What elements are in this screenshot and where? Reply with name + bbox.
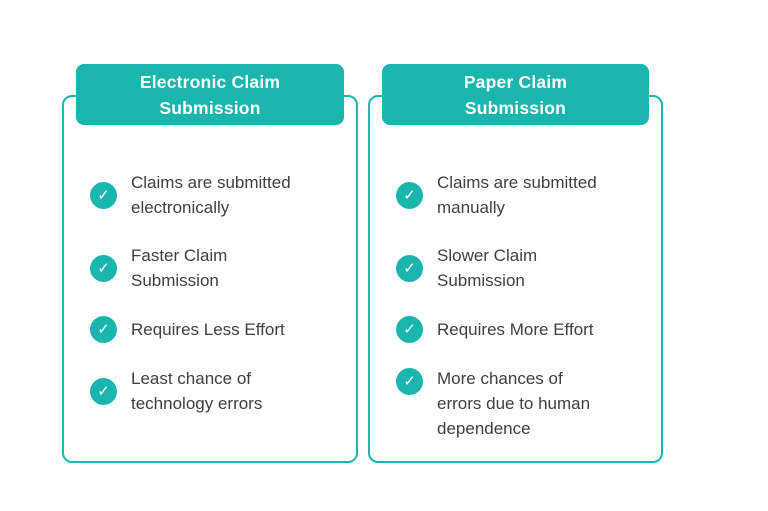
list-item: ✓ Requires More Effort (396, 316, 647, 343)
list-item: ✓ More chances of errors due to human de… (396, 366, 647, 441)
checkmark-icon: ✓ (396, 181, 423, 209)
item-text: Requires Less Effort (131, 320, 285, 339)
paper-claim-header: Paper Claim Submission (382, 64, 649, 125)
list-item: ✓ Slower Claim Submission (396, 243, 647, 293)
checkmark-icon: ✓ (396, 368, 423, 395)
list-item: ✓ Faster Claim Submission (90, 243, 342, 293)
item-text: Least chance of technology errors (131, 369, 263, 413)
list-item: ✓ Claims are submitted electronically (90, 170, 342, 220)
paper-claim-item-list: ✓ Claims are submitted manually ✓ Slower… (370, 97, 661, 441)
list-item: ✓ Requires Less Effort (90, 316, 342, 343)
item-text: Requires More Effort (437, 320, 594, 339)
electronic-claim-item-list: ✓ Claims are submitted electronically ✓ … (64, 97, 356, 416)
checkmark-icon: ✓ (90, 316, 117, 343)
item-text: More chances of errors due to human depe… (437, 369, 591, 438)
electronic-claim-header: Electronic Claim Submission (76, 64, 344, 125)
checkmark-icon: ✓ (90, 254, 117, 282)
checkmark-icon: ✓ (396, 316, 423, 343)
item-text: Claims are submitted manually (437, 173, 597, 217)
list-item: ✓ Least chance of technology errors (90, 366, 342, 416)
electronic-claim-title: Electronic Claim Submission (139, 71, 281, 118)
card-paper-claim: Paper Claim Submission ✓ Claims are subm… (368, 64, 663, 463)
paper-claim-title: Paper Claim Submission (463, 71, 568, 118)
checkmark-icon: ✓ (90, 181, 117, 209)
item-text: Slower Claim Submission (437, 246, 538, 290)
card-electronic-claim: Electronic Claim Submission ✓ Claims are… (62, 64, 358, 463)
checkmark-icon: ✓ (396, 254, 423, 282)
list-item: ✓ Claims are submitted manually (396, 170, 647, 220)
item-text: Faster Claim Submission (131, 246, 228, 290)
checkmark-icon: ✓ (90, 377, 117, 405)
item-text: Claims are submitted electronically (131, 173, 291, 217)
